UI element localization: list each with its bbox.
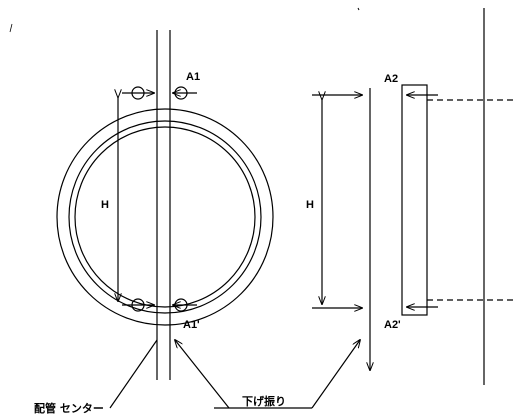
stray-mark-1 [9,23,13,33]
leader-plumb-line-right [311,340,360,409]
label-a2: A2 [384,73,398,85]
leader-plumb-line-left [175,340,230,409]
inner-flange-ring [74,126,256,308]
label-a2-prime: A2' [384,319,401,331]
outer-flange-ring [56,108,274,326]
label-a1: A1 [186,71,200,83]
label-h-right: H [306,199,314,211]
stray-mark-2 [357,7,360,11]
label-plumb-line: 下げ振り [242,394,286,408]
flange-side-view [401,84,428,316]
label-pipe-center: 配管 センター [34,401,104,415]
label-a1-prime: A1' [183,319,200,331]
middle-flange-ring [68,120,262,314]
label-h-left: H [101,199,109,211]
leader-pipe-center [109,339,158,409]
